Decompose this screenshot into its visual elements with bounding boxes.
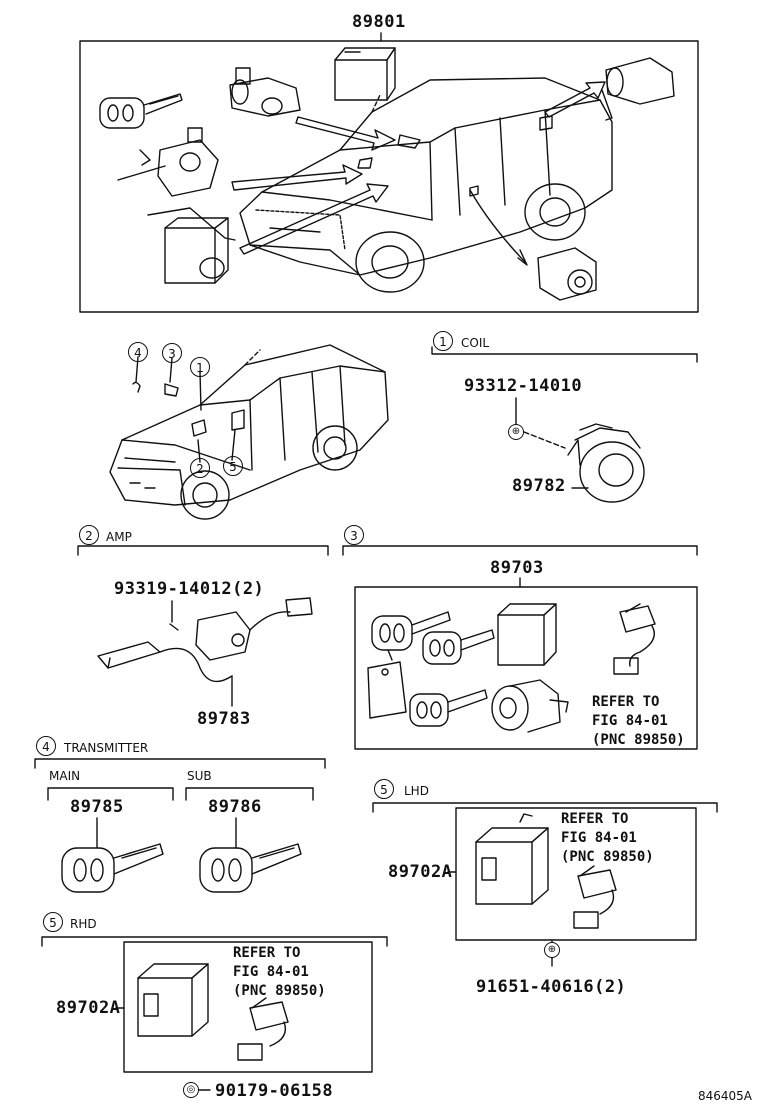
lhd-refer-line-2: FIG 84-01: [561, 830, 637, 846]
sub-part-number: 89786: [208, 797, 262, 817]
kit-refer-line-1: REFER TO: [592, 694, 660, 710]
top-arrows: [231, 81, 606, 266]
figure-code: 846405A: [698, 1089, 753, 1103]
coil-screw-number: 93312-14010: [464, 376, 583, 396]
rhd-section-number: 5: [43, 912, 63, 932]
amp-part: [97, 597, 313, 707]
top-immobilizer-unit: [147, 207, 236, 284]
callout-5: 5: [223, 456, 243, 476]
lhd-bracket: [372, 802, 718, 813]
rhd-box: [123, 941, 373, 1073]
lhd-section-number: 5: [374, 779, 394, 799]
kit-ecu: [497, 603, 557, 666]
rhd-section-title: RHD: [70, 917, 97, 931]
kit-bracket: [342, 545, 698, 556]
top-tail-lock: [601, 57, 675, 121]
kit-key-3: [409, 689, 488, 727]
top-key: [99, 93, 183, 129]
amp-screw-number: 93319-14012(2): [114, 579, 265, 599]
rhd-connector: [237, 997, 289, 1061]
transmitter-bracket: [34, 758, 326, 769]
callout-4: 4: [128, 342, 148, 362]
transmitter-section-number: 4: [36, 736, 56, 756]
lhd-box: [455, 807, 697, 941]
sub-label: SUB: [187, 769, 212, 783]
nut-icon: ⊕: [544, 942, 560, 958]
main-label: MAIN: [49, 769, 81, 783]
main-key: [61, 843, 164, 893]
rhd-refer-line-1: REFER TO: [233, 945, 301, 961]
rhd-refer-line-2: FIG 84-01: [233, 964, 309, 980]
lhd-screw-number: 91651-40616(2): [476, 977, 627, 997]
callout-3: 3: [162, 343, 182, 363]
lhd-refer-line-3: (PNC 89850): [561, 849, 654, 865]
callout-2: 2: [190, 458, 210, 478]
lhd-ecu: [475, 813, 549, 905]
locator-vehicle: [109, 344, 389, 520]
kit-section-number: 3: [344, 525, 364, 545]
coil-part-number: 89782: [512, 476, 566, 496]
lhd-section-title: LHD: [404, 784, 429, 798]
coil-part: [567, 423, 645, 503]
lhd-refer-line-1: REFER TO: [561, 811, 629, 827]
kit-part-number: 89703: [490, 558, 544, 578]
kit-refer-line-3: (PNC 89850): [592, 732, 685, 748]
amp-section-number: 2: [79, 525, 99, 545]
coil-section-number: 1: [433, 331, 453, 351]
rhd-screw-number: 90179-06158: [215, 1081, 334, 1101]
rhd-ecu: [137, 963, 209, 1037]
top-part-number: 89801: [352, 12, 406, 32]
coil-bracket: [431, 346, 698, 363]
main-part-number: 89785: [70, 797, 124, 817]
top-ignition: [117, 127, 219, 197]
kit-refer-line-2: FIG 84-01: [592, 713, 668, 729]
top-door-lock: [229, 67, 301, 117]
amp-bracket: [77, 545, 329, 556]
sub-key: [199, 843, 302, 893]
rhd-refer-line-3: (PNC 89850): [233, 983, 326, 999]
rhd-part-number: 89702A: [56, 998, 121, 1018]
kit-connector: [613, 603, 656, 675]
kit-key-2: [422, 629, 495, 665]
top-vehicle: [239, 77, 613, 293]
rhd-bracket: [41, 936, 388, 947]
main-bracket: [47, 787, 174, 801]
kit-key-1: [367, 611, 451, 719]
clip-icon: ◎: [183, 1082, 199, 1098]
callout-1: 1: [190, 357, 210, 377]
lhd-connector: [573, 865, 617, 929]
amp-part-number: 89783: [197, 709, 251, 729]
amp-section-title: AMP: [106, 530, 132, 544]
transmitter-section-title: TRANSMITTER: [64, 741, 149, 755]
top-rear-cylinder: [537, 247, 597, 301]
sub-bracket: [185, 787, 314, 801]
kit-box: [354, 586, 698, 750]
kit-cylinder: [491, 679, 569, 733]
top-box: [79, 40, 699, 313]
screw-icon: ⊕: [508, 424, 524, 440]
lhd-part-number: 89702A: [388, 862, 453, 882]
top-control-box: [334, 47, 396, 101]
coil-section-title: COIL: [461, 336, 490, 350]
